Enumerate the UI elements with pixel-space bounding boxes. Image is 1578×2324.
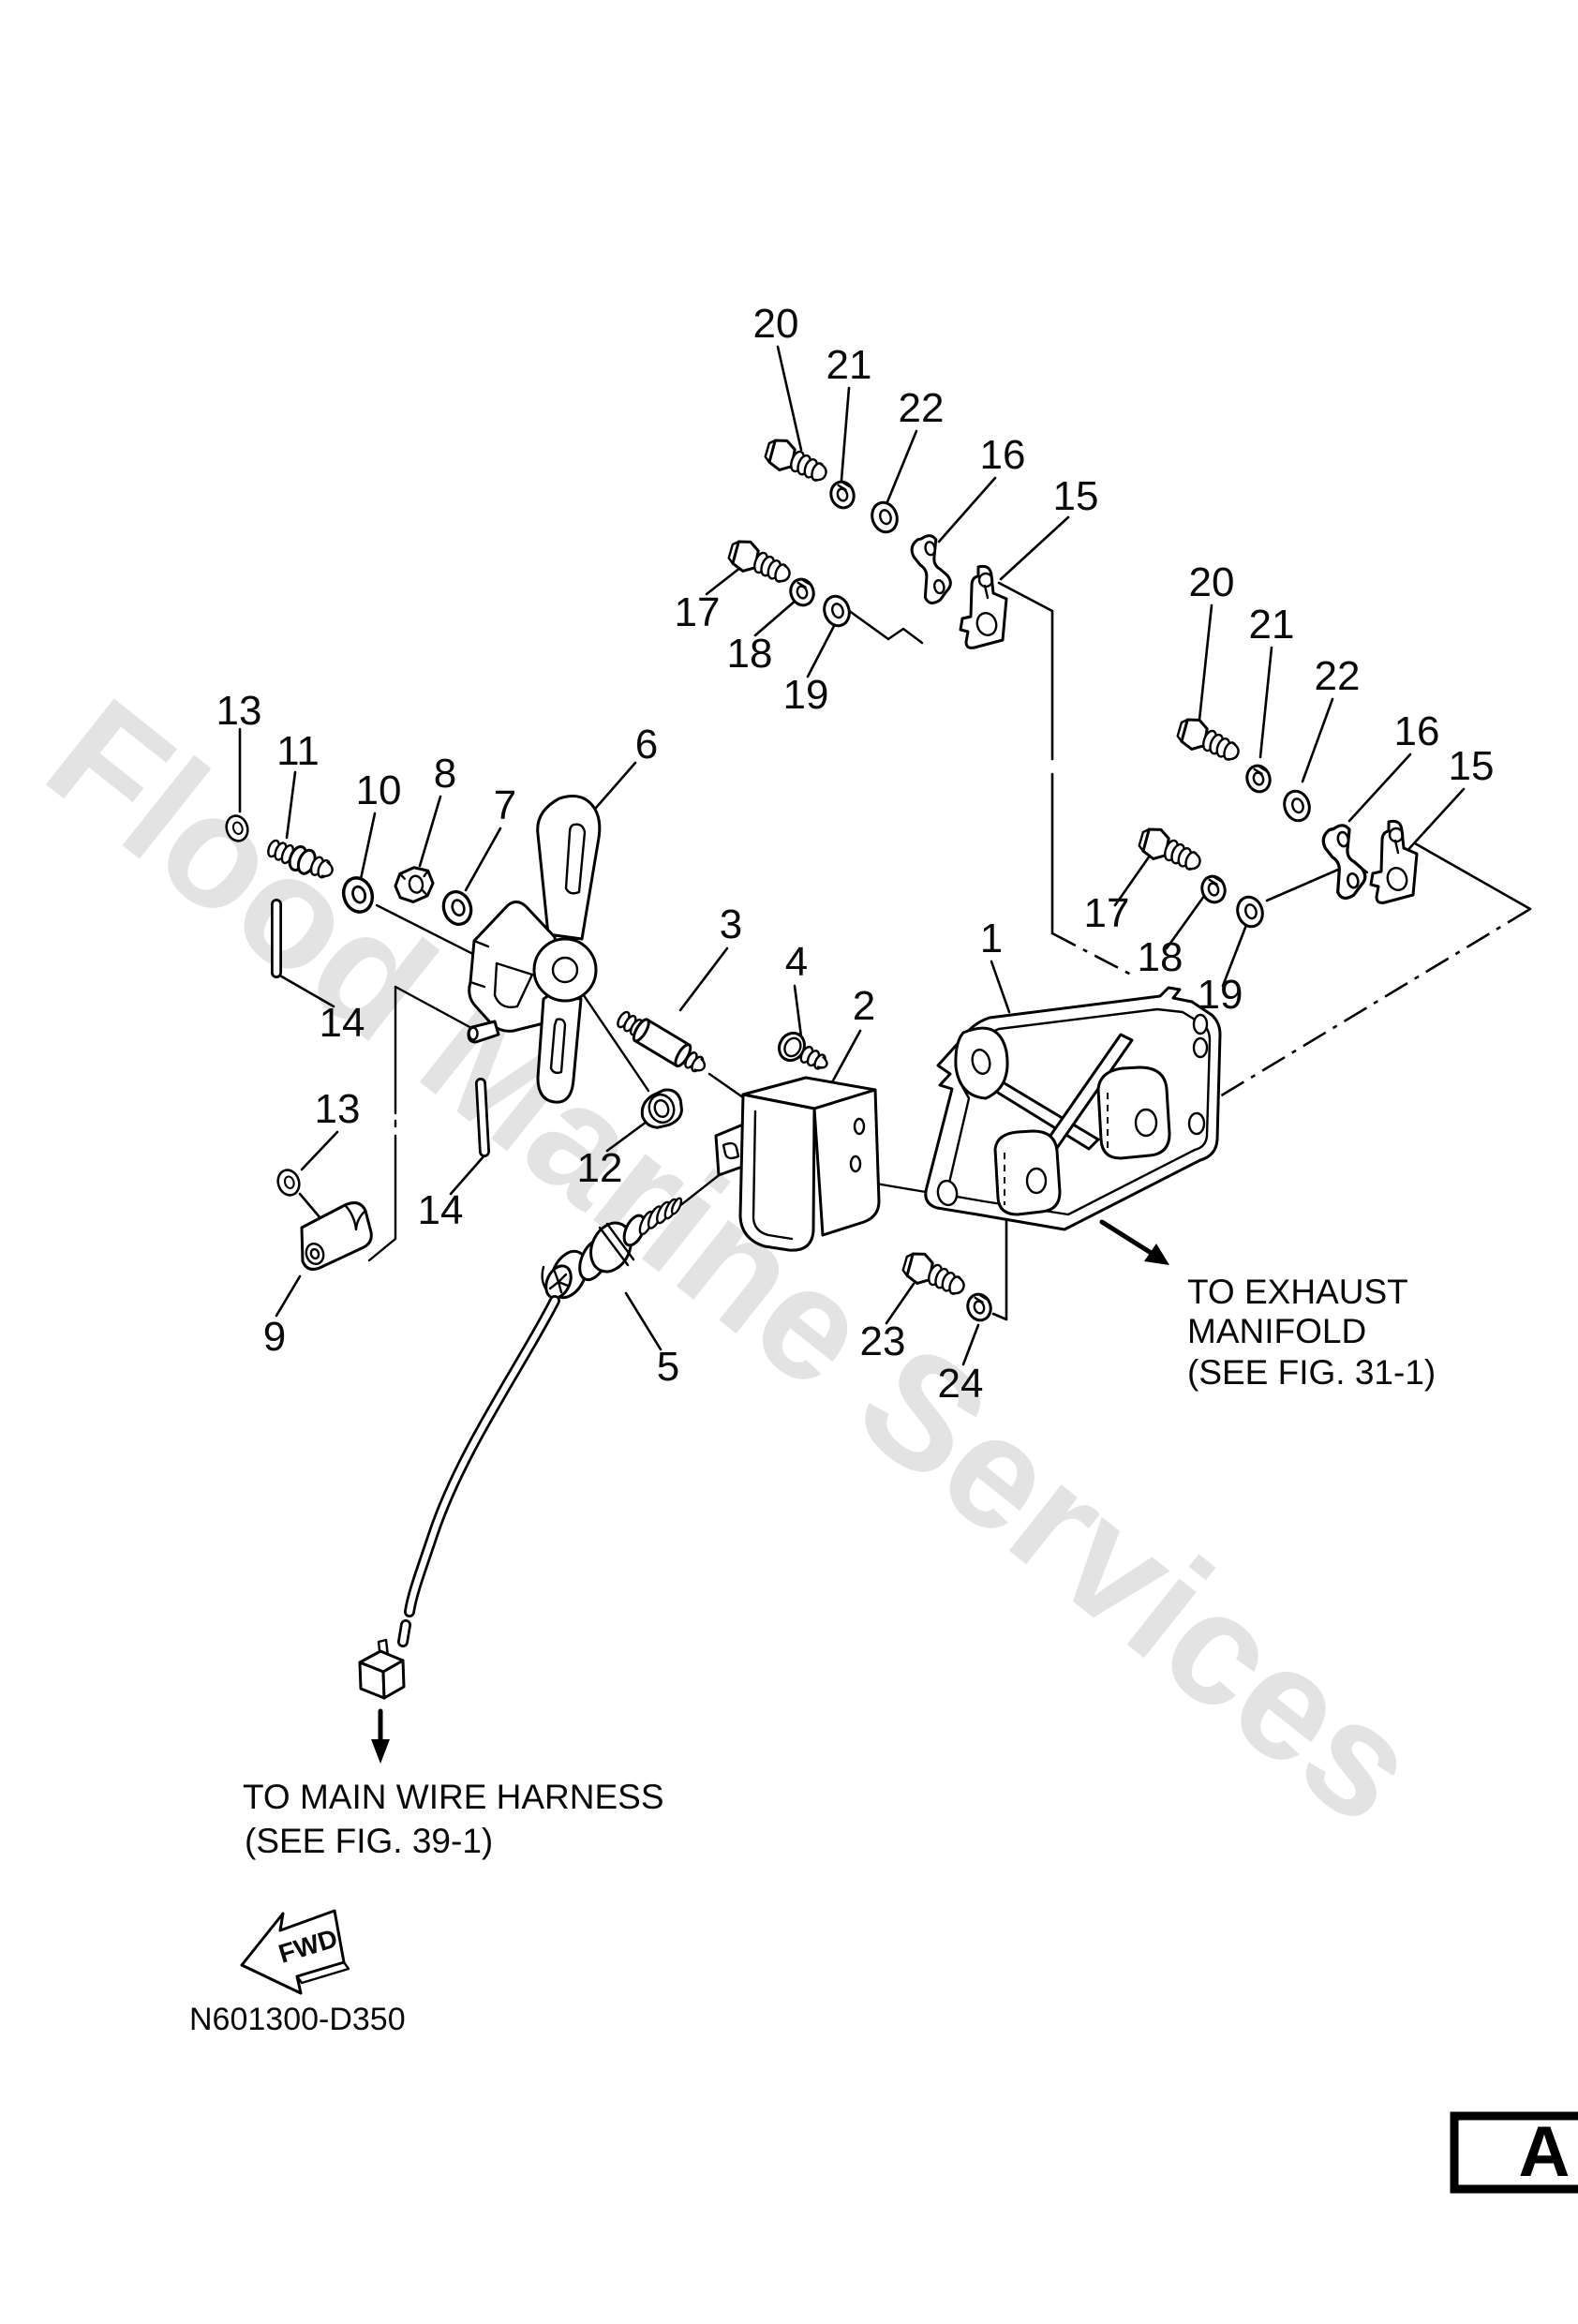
washer-19-left	[819, 591, 855, 631]
fwd-arrow-icon: FWD	[240, 1909, 350, 1995]
bracket-15-left	[959, 564, 1008, 649]
nut-8	[394, 866, 435, 903]
lever-6	[467, 795, 602, 1104]
callout-18-6: 18	[727, 631, 773, 677]
harness-arrow-icon	[371, 1708, 390, 1764]
spring-washer-21-left	[826, 477, 859, 513]
callout-17-31: 17	[1084, 890, 1130, 936]
callout-9-17: 9	[263, 1314, 286, 1360]
callout-18-32: 18	[1138, 934, 1184, 980]
page-letter: A	[1519, 2112, 1571, 2192]
callout-14-14: 14	[320, 1000, 365, 1046]
sensor-cable	[397, 1295, 560, 1647]
stud-11	[267, 839, 334, 879]
nut-12	[640, 1088, 683, 1129]
sensor-5	[541, 1197, 683, 1300]
callout-16-29: 16	[1394, 708, 1440, 754]
spring-washer-21-right	[1242, 761, 1275, 797]
exhaust-arrow-icon	[1099, 1219, 1169, 1265]
exhaust-note-line1: TO EXHAUST	[1187, 1273, 1408, 1311]
bolt-4	[778, 1031, 828, 1070]
callout-20-0: 20	[753, 301, 799, 347]
exhaust-note-line2: MANIFOLD	[1187, 1312, 1366, 1350]
bracket-15-right	[1369, 819, 1419, 904]
washer-22-left	[867, 498, 902, 537]
page-letter-box: A	[1450, 2111, 1578, 2194]
spring-washer-24	[962, 1289, 996, 1325]
callout-1-23: 1	[980, 916, 1003, 961]
callout-10-10: 10	[356, 767, 402, 813]
harness-note: TO MAIN WIRE HARNESS (SEE FIG. 39-1)	[243, 1778, 664, 1860]
spring-washer-18-right	[1197, 872, 1230, 907]
callout-19-33: 19	[1198, 972, 1243, 1018]
callout-19-7: 19	[783, 672, 829, 718]
callout-21-27: 21	[1249, 602, 1295, 648]
callout-15-30: 15	[1449, 743, 1495, 789]
washer-19-right	[1232, 892, 1268, 931]
clamp-16-left	[908, 531, 956, 607]
bolt-17-right	[1134, 823, 1208, 876]
callout-22-28: 22	[1315, 653, 1361, 699]
harness-note-line2: (SEE FIG. 39-1)	[245, 1822, 493, 1860]
callout-2-22: 2	[853, 983, 875, 1029]
callout-8-11: 8	[434, 751, 456, 797]
watermark: Flood Marine Services	[16, 665, 1451, 1857]
stud-3	[617, 1010, 707, 1073]
callout-16-3: 16	[980, 432, 1026, 478]
callout-4-21: 4	[785, 939, 808, 985]
clamp-9	[300, 1201, 373, 1271]
callout-22-2: 22	[899, 385, 945, 431]
callout-5-19: 5	[657, 1344, 679, 1390]
callout-12-18: 12	[577, 1145, 623, 1191]
bolt-17-left	[723, 535, 797, 588]
bracket-2	[714, 1076, 881, 1252]
figure-code: N601300-D350	[189, 2002, 406, 2037]
callout-24-25: 24	[938, 1361, 984, 1407]
callout-21-1: 21	[826, 342, 872, 388]
callout-20-26: 20	[1189, 559, 1235, 605]
clamp-16-right	[1318, 821, 1371, 902]
callout-14-16: 14	[418, 1187, 464, 1233]
cable-connector	[358, 1638, 406, 1700]
callout-13-8: 13	[216, 688, 262, 734]
callout-7-12: 7	[494, 782, 516, 828]
exhaust-note: TO EXHAUST MANIFOLD (SEE FIG. 31-1)	[1187, 1273, 1436, 1392]
callout-6-13: 6	[635, 722, 658, 767]
washer-22-right	[1279, 786, 1315, 826]
callout-11-9: 11	[276, 728, 320, 774]
exhaust-note-line3: (SEE FIG. 31-1)	[1187, 1353, 1436, 1392]
bolt-20-right	[1172, 713, 1246, 767]
callout-15-4: 15	[1053, 473, 1099, 519]
pin-14-lower	[475, 1078, 490, 1157]
callout-3-20: 3	[720, 901, 742, 947]
bolt-20-left	[760, 434, 834, 487]
bracket-1	[924, 986, 1222, 1231]
callout-17-5: 17	[675, 589, 721, 635]
callout-13-15: 13	[315, 1086, 361, 1132]
harness-note-line1: TO MAIN WIRE HARNESS	[243, 1778, 664, 1816]
washer-13-lower	[274, 1166, 304, 1199]
callout-23-24: 23	[860, 1318, 906, 1364]
